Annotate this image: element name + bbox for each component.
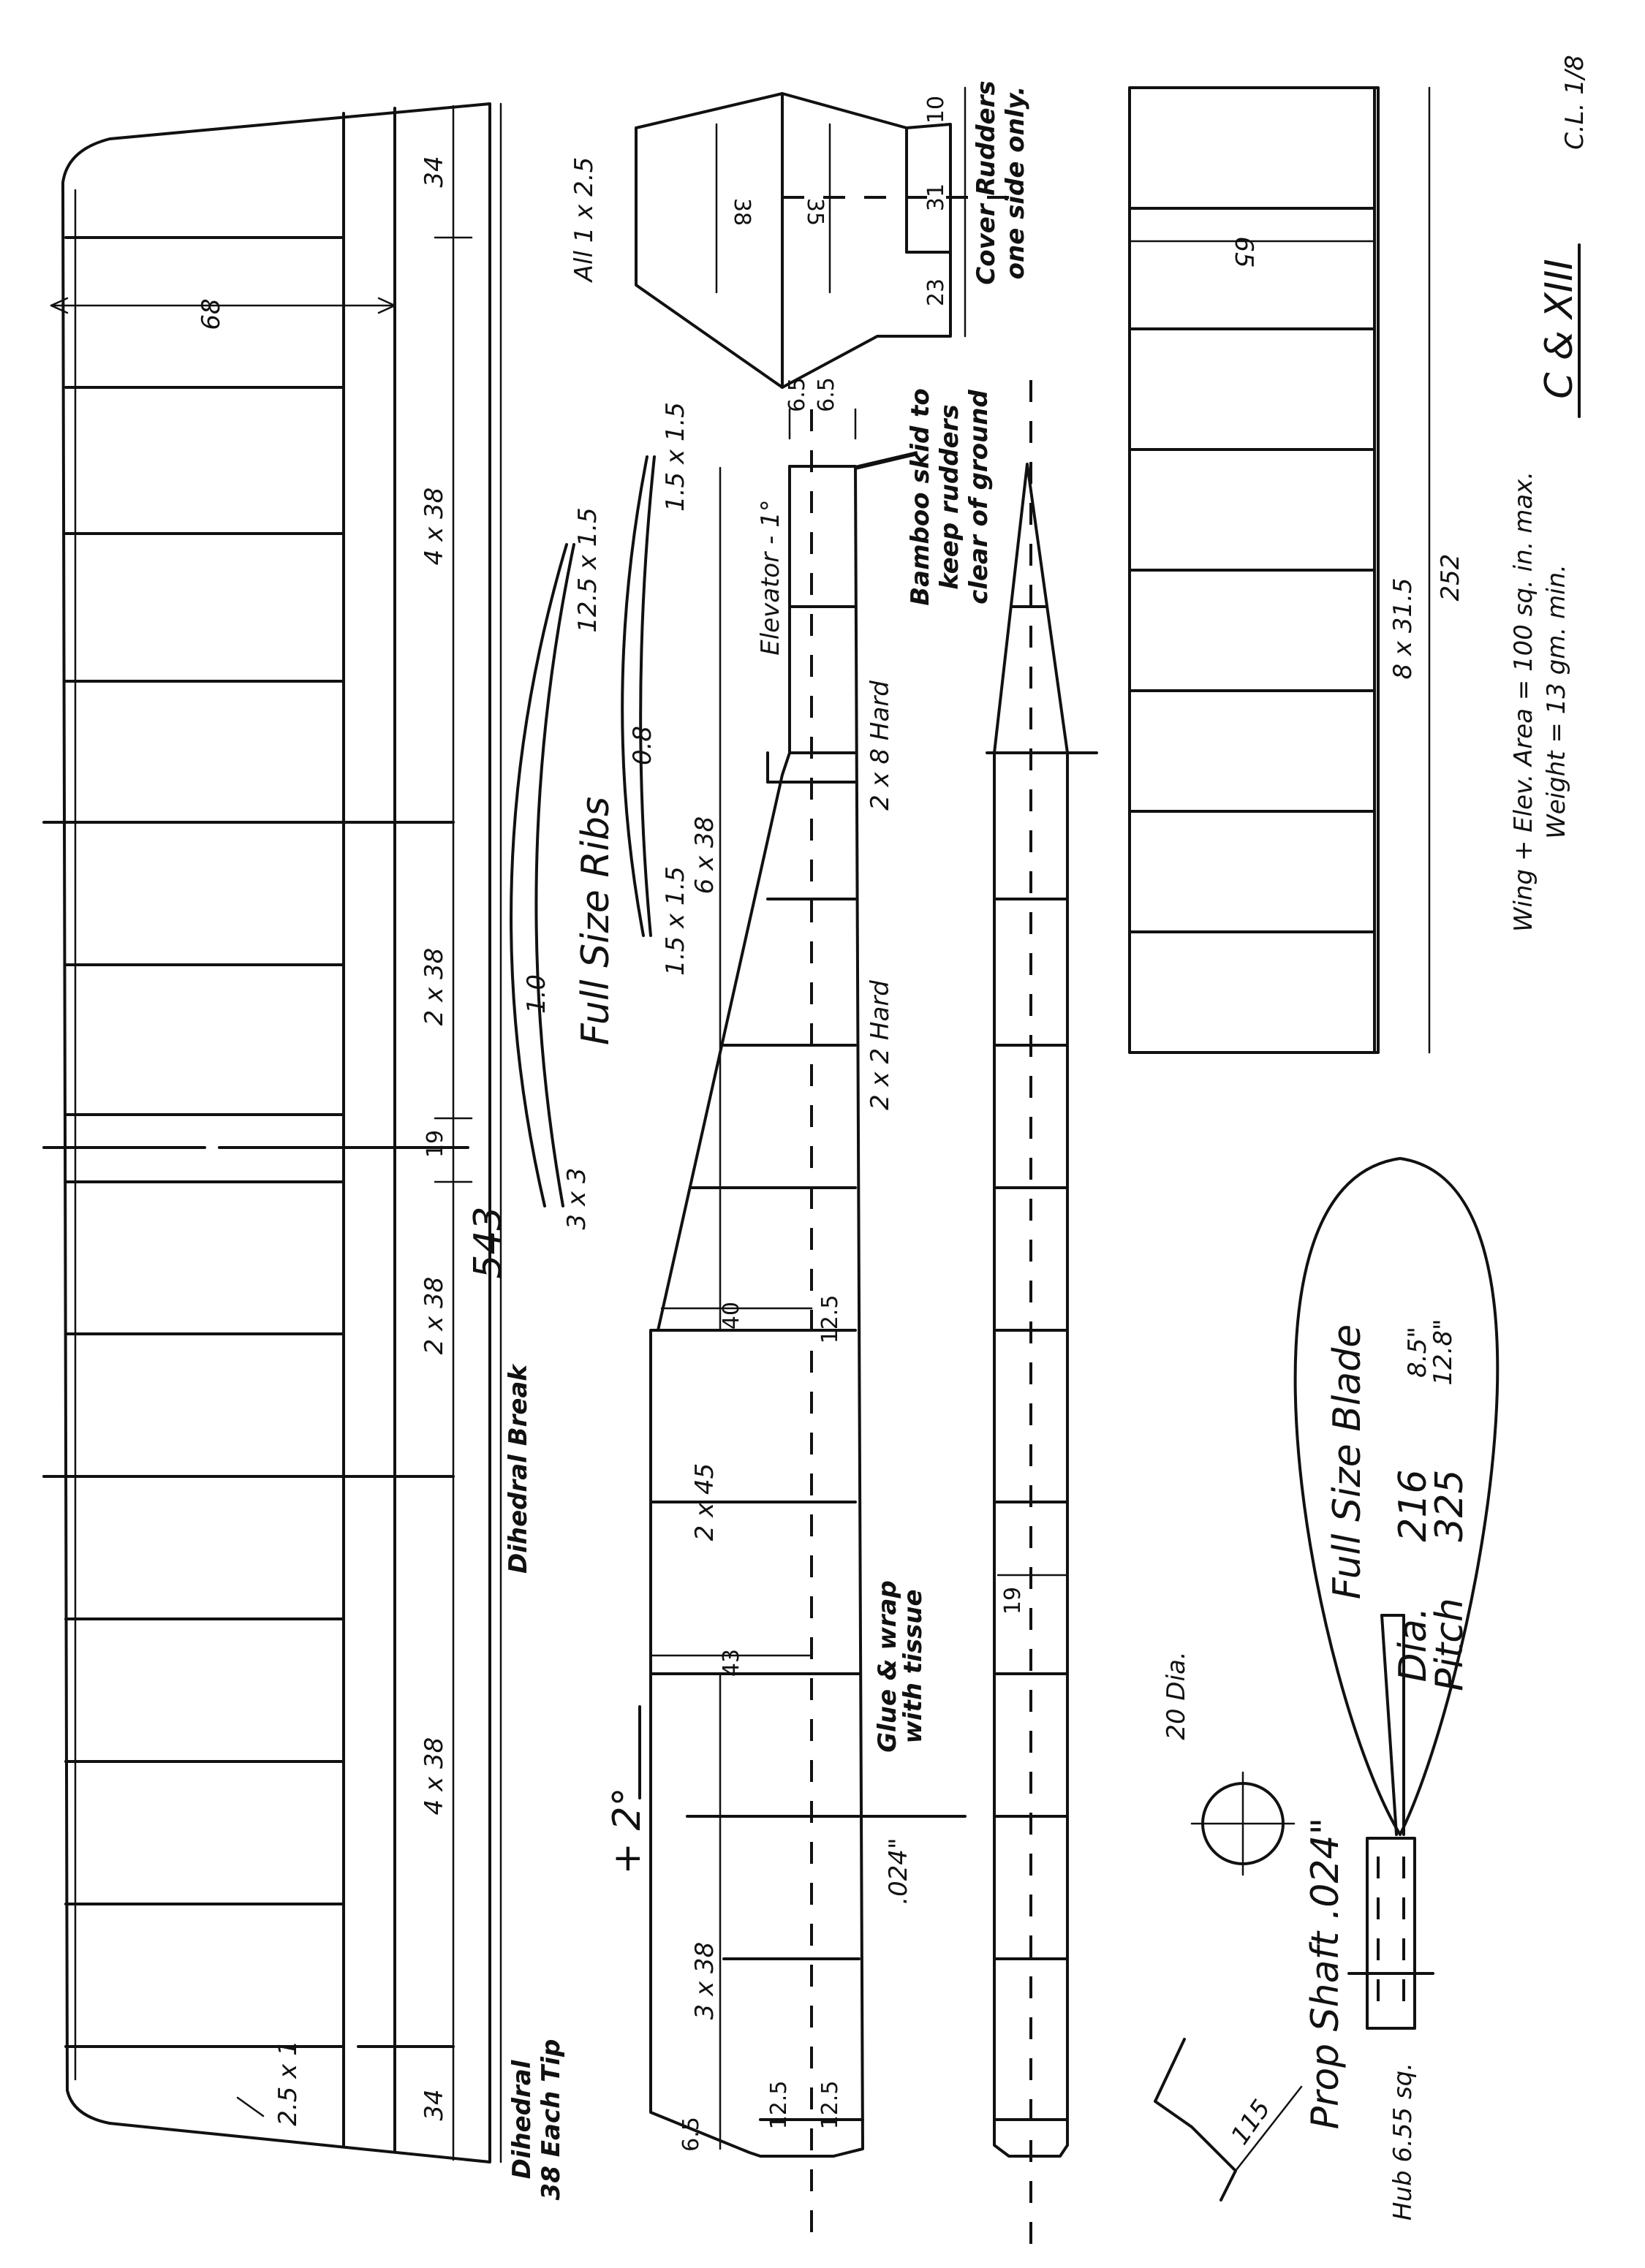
propeller: Full Size Blade Dia. Pitch 216 325 8.5" … [1154,1157,1500,2220]
rudder-all-note: All 1 x 2.5 [570,157,599,283]
elevator-span-label: 252 [1436,554,1465,602]
wing-outer-bays-label: 4 x 38 [420,488,449,566]
prop-shaft-label: Prop Shaft .024" [1304,1818,1347,2130]
spec-notes: Wing + Elev. Area = 100 sq. in. max. Wei… [1509,55,1589,932]
wing-outline [61,102,491,2163]
rib-2-upper [621,455,648,937]
boom-bays-label: 6 x 38 [690,816,719,895]
rudder-outline [635,92,952,389]
area-spec: Wing + Elev. Area = 100 sq. in. max. [1509,471,1538,932]
dihedral-tip-label-2: 38 Each Tip [537,2039,566,2201]
bearing-label: 20 Dia. [1162,1651,1191,1740]
nose-6-5-label: 6.5 [678,2117,704,2152]
fuselage-outline [649,465,864,2158]
wing-ribs [64,236,345,2048]
prop-pitch-value: 325 [1428,1469,1472,1541]
elevator-chord-label: 65 [1229,236,1258,268]
bamboo-skid [855,451,918,470]
rudder-height-38-label: 38 [729,198,755,226]
rudder-dim-23-label: 23 [923,278,949,306]
wing-inner-bays-label: 2 x 38 [420,948,449,1026]
prop-blade-title: Full Size Blade [1326,1324,1369,1599]
rib-1-lower [534,543,575,1207]
hard-spar-1-label: 2 x 8 Hard [866,680,895,811]
rib-2-camber-label: 0.8 [628,726,657,765]
wing-plan: 68 34 4 x 38 2 x 38 19 543 2 x 38 4 x 38… [42,102,566,2201]
elevator-incidence-label: Elevator - 1° [756,499,785,655]
hook-label: 115 [1225,2095,1277,2150]
prop-pitch-label: Pitch [1428,1598,1472,1691]
bays-2x45-label: 2 x 45 [690,1463,719,1541]
wire-gauge-label: .024" [884,1837,913,1904]
rudder-height-35-label: 35 [802,198,828,226]
stick-width-label: 19 [1000,1587,1026,1615]
rudder-dim-31-label: 31 [923,183,949,211]
prop-alt-dia: 8.5" [1403,1327,1432,1378]
glue-note-1: Glue & wrap [873,1580,902,1753]
motor-stick-top-view: 19 [986,380,1098,2251]
rib-2-le-label: 1.5 x 1.5 [661,866,690,976]
nose-12-5-b-label: 12.5 [817,2081,843,2130]
nose-12-5-a-label: 12.5 [766,2081,792,2130]
dihedral-break-label: Dihedral Break [504,1363,533,1574]
rudder: 38 35 10 31 23 All 1 x 2.5 Cover Rudders… [570,80,1030,389]
motor-stick-outline [993,463,1069,2158]
prop-blade-outline [1293,1157,1500,1836]
boom-width-rear: 6.5 [814,377,839,412]
tip-spar-label: 2.5 x 1 [273,2040,303,2125]
ident-mark: C.L. 1/8 [1560,55,1589,150]
wing-chord-label: 68 [197,298,226,330]
ribs-title: Full Size Ribs [574,797,618,1045]
shaft-hook [1154,2038,1237,2201]
rib-2-te-label: 1.5 x 1.5 [661,402,690,512]
prop-hub [1366,1837,1416,2030]
cover-note-1: Cover Rudders [972,80,1001,284]
elevator-bays-label: 8 x 31.5 [1388,577,1418,679]
rib-1-te-label: 12.5 x 1.5 [573,507,602,633]
wing-inner-bays-label-2: 2 x 38 [420,1277,449,1355]
rib-1-camber-label: 1.0 [522,974,551,1014]
glue-note-2: with tissue [899,1589,928,1743]
depth-40-label: 40 [719,1302,744,1330]
wing-outer-bays-label-2: 4 x 38 [420,1737,449,1816]
rib-1-le-label: 3 x 3 [562,1168,591,1230]
depth-12-5-label: 12.5 [817,1295,843,1344]
skid-note-2: keep rudders [935,404,964,589]
skid-note-3: clear of ground [964,390,994,604]
motor-stick-uprights [993,898,1069,2121]
rib-2-lower [639,455,656,937]
bays-3x38-label: 3 x 38 [690,1942,719,2020]
weight-spec: Weight = 13 gm. min. [1542,564,1571,839]
wing-tip-span-label: 34 [420,156,449,187]
prop-dia-label: Dia. [1391,1607,1435,1683]
hub-label: Hub 6.55 sq. [1388,2063,1418,2220]
prop-dia-value: 216 [1391,1469,1435,1541]
elevator-ribs [1128,207,1376,933]
class-label: C & XIII [1538,259,1581,399]
skid-note-1: Bamboo skid to [906,388,935,605]
wing-tip-span-label-2: 34 [420,2089,449,2120]
depth-43-label: 43 [719,1649,744,1677]
prop-alt-pitch: 12.8" [1429,1319,1458,1385]
fuselage-side-view: 6.5 6.5 Bamboo skid to keep rudders clea… [605,377,994,2251]
elevator-plan: 65 8 x 31.5 252 [1128,86,1465,1054]
dihedral-tip-label-1: Dihedral [507,2059,537,2179]
hard-spar-2-label: 2 x 2 Hard [866,980,895,1110]
rudder-dim-10-label: 10 [923,96,949,124]
wing-total-span-label: 543 [466,1206,510,1278]
incidence-label: + 2° [605,1787,649,1874]
rib-1-upper [510,543,568,1207]
fuselage-uprights [649,605,864,2121]
full-size-ribs: 12.5 x 1.5 1.0 3 x 3 Full Size Ribs 1.5 … [510,402,690,1230]
wing-centre-gap-label: 19 [423,1130,448,1158]
cover-note-2: one side only. [1001,86,1030,280]
